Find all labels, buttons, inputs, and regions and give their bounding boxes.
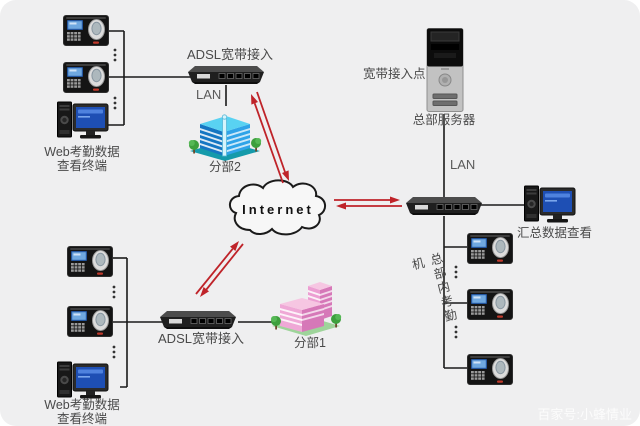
- branch1-terminal-label-line1: Web考勤数据: [44, 398, 120, 412]
- hq-access-point-label: 宽带接入点: [363, 67, 426, 81]
- hq-summary-view-label: 汇总数据查看: [517, 226, 593, 240]
- branch1-terminal-label: Web考勤数据 查看终端: [34, 398, 130, 426]
- attendance-machine-icon: [67, 246, 113, 277]
- branch2-building-label: 分部2: [209, 160, 241, 174]
- watermark: 百家号:小蜂情业: [537, 407, 632, 422]
- branch2-adsl-label: ADSL宽带接入: [187, 47, 273, 62]
- branch1-building-icon: [268, 276, 344, 338]
- web-terminal-pc-icon: [57, 361, 111, 401]
- hq-server-label: 总部服务器: [412, 113, 476, 127]
- branch1-adsl-label: ADSL宽带接入: [158, 331, 244, 346]
- attendance-machine-icon: [467, 354, 513, 385]
- summary-pc-icon: [524, 185, 578, 225]
- attendance-machine-icon: [467, 289, 513, 320]
- internet-label: Internet: [242, 201, 314, 217]
- attendance-machine-icon: [63, 15, 109, 46]
- branch2-lan-label: LAN: [196, 87, 222, 102]
- branch2-terminal-label-line1: Web考勤数据: [44, 145, 120, 159]
- internet-cloud-icon: [229, 179, 326, 236]
- branch1-building-label: 分部1: [294, 336, 326, 350]
- hq-lan-label: LAN: [450, 157, 476, 172]
- adsl-router-icon: [188, 63, 264, 85]
- branch2-terminal-label-line2: 查看终端: [56, 159, 107, 173]
- adsl-router-icon: [160, 308, 236, 330]
- branch2-terminal-label: Web考勤数据 查看终端: [34, 145, 130, 173]
- web-terminal-pc-icon: [57, 101, 111, 141]
- attendance-machine-icon: [63, 62, 109, 93]
- attendance-machine-icon: [467, 233, 513, 264]
- hq-internal-machines-label: 总部内考勤机: [408, 251, 458, 326]
- hq-switch-icon: [406, 194, 482, 216]
- hq-server-icon: [426, 28, 464, 114]
- branch2-building-icon: [185, 104, 265, 162]
- branch1-terminal-label-line2: 查看终端: [56, 412, 107, 426]
- attendance-machine-icon: [67, 306, 113, 337]
